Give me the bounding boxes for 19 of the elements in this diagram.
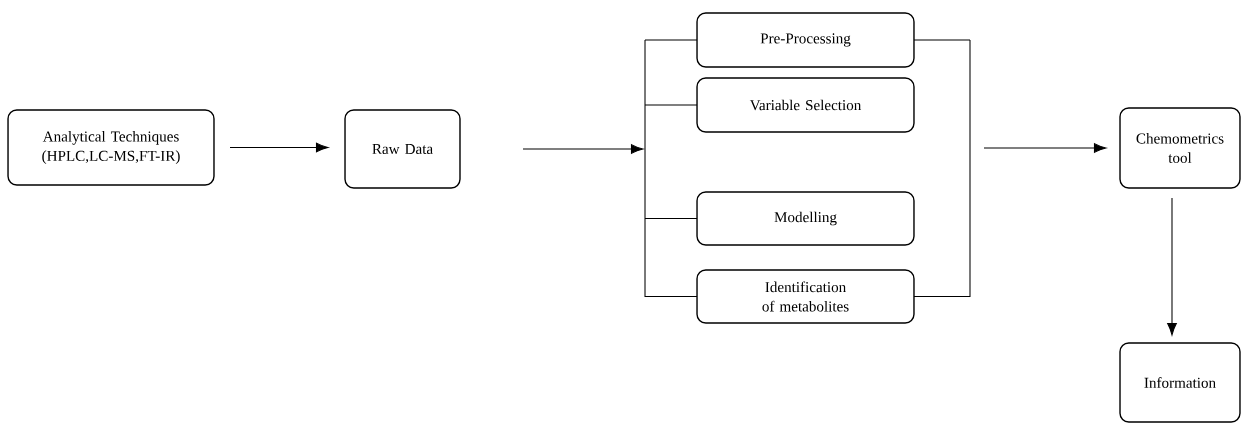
bracket-line [969, 40, 971, 297]
process-box: Identification of metabolites [696, 269, 915, 324]
arrow [229, 142, 329, 153]
arrow [983, 143, 1107, 153]
connector-line [644, 217, 698, 219]
arrow [522, 144, 644, 154]
process-box: Pre-Processing [696, 12, 915, 68]
connector-line [644, 39, 698, 41]
connector-line [913, 39, 971, 41]
connector-line [644, 104, 698, 106]
connector-line [644, 295, 698, 297]
arrow [1167, 197, 1177, 336]
connector-line [913, 295, 971, 297]
process-box: Modelling [696, 191, 915, 246]
process-box: Raw Data [344, 109, 461, 189]
process-box: Information [1119, 342, 1241, 423]
process-box: Analytical Techniques (HPLC,LC-MS,FT-IR) [7, 109, 215, 186]
process-box: Variable Selection [696, 77, 915, 133]
process-box: Chemometrics tool [1119, 107, 1241, 189]
